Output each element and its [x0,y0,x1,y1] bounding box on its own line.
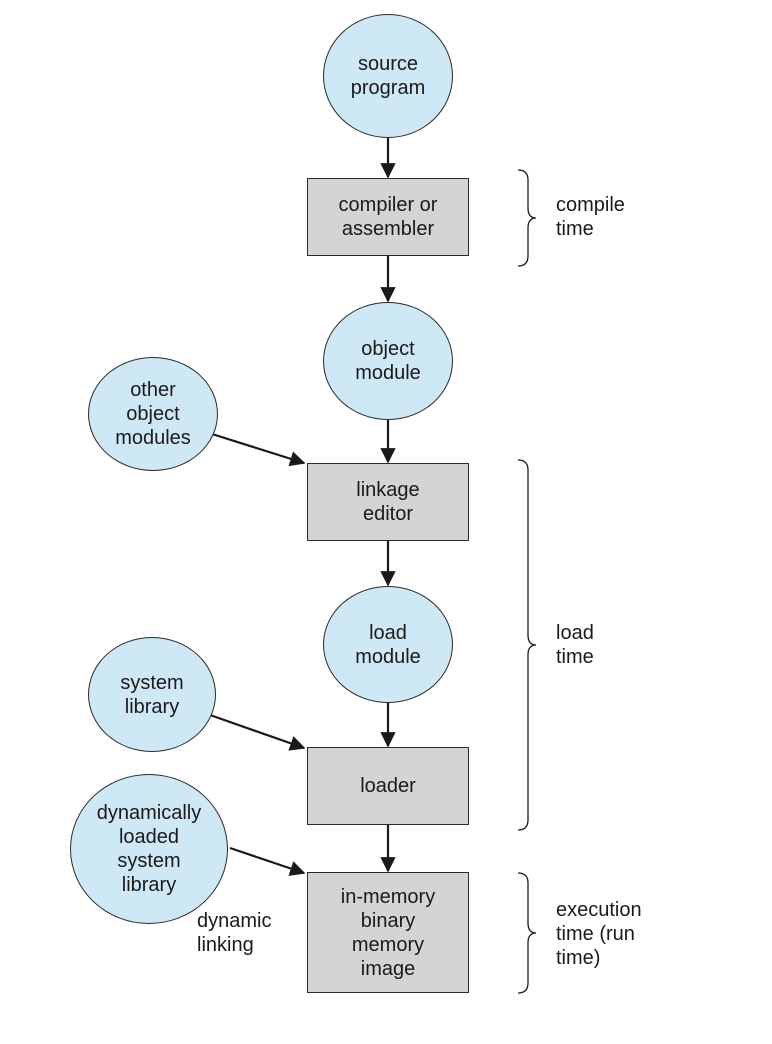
object-module-label: object module [355,338,421,384]
in-memory-image-node: in-memory binary memory image [307,872,469,993]
compiler-label: compiler or assembler [338,194,438,240]
arrow-dynamic-library-to-image [229,846,306,876]
load-module-node: load module [323,586,453,703]
system-library-node: system library [88,637,216,752]
arrow-other-modules-to-linkage [211,432,306,467]
execution-time-label: execution time (run time) [556,899,642,969]
compile-time-brace-icon [517,169,537,267]
in-memory-image-label: in-memory binary memory image [340,885,436,980]
dynamically-loaded-library-node: dynamically loaded system library [70,774,228,924]
arrow-system-library-to-loader [209,713,306,751]
other-object-modules-node: other object modules [88,357,218,471]
execution-time-brace-icon [517,872,537,994]
linkage-editor-node: linkage editor [307,463,469,541]
compiler-node: compiler or assembler [307,178,469,256]
other-object-modules-label: other object modules [115,379,191,449]
load-module-label: load module [355,621,421,668]
dynamically-loaded-library-label: dynamically loaded system library [96,802,202,896]
loader-node: loader [307,747,469,825]
loader-label: loader [360,775,416,797]
load-time-brace-icon [517,459,537,831]
load-time-label: load time [556,622,594,668]
source-program-node: source program [323,14,453,138]
compile-time-label: compile time [556,194,625,240]
system-library-label: system library [120,671,184,718]
dynamic-linking-label: dynamic linking [197,910,272,956]
object-module-node: object module [323,302,453,420]
source-program-label: source program [350,53,426,99]
linkage-editor-label: linkage editor [356,479,420,525]
